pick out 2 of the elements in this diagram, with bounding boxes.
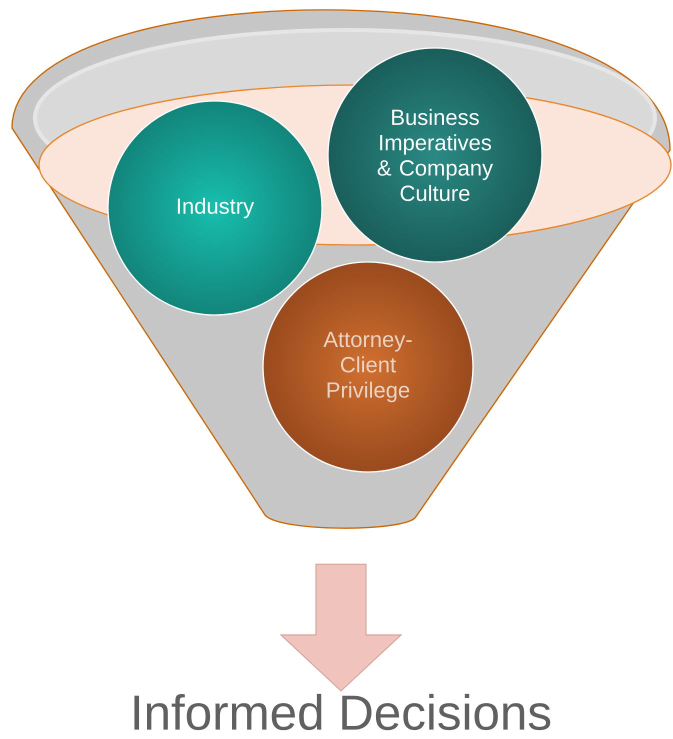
block-arrow <box>280 564 402 692</box>
result-text: Informed Decisions <box>134 694 550 730</box>
